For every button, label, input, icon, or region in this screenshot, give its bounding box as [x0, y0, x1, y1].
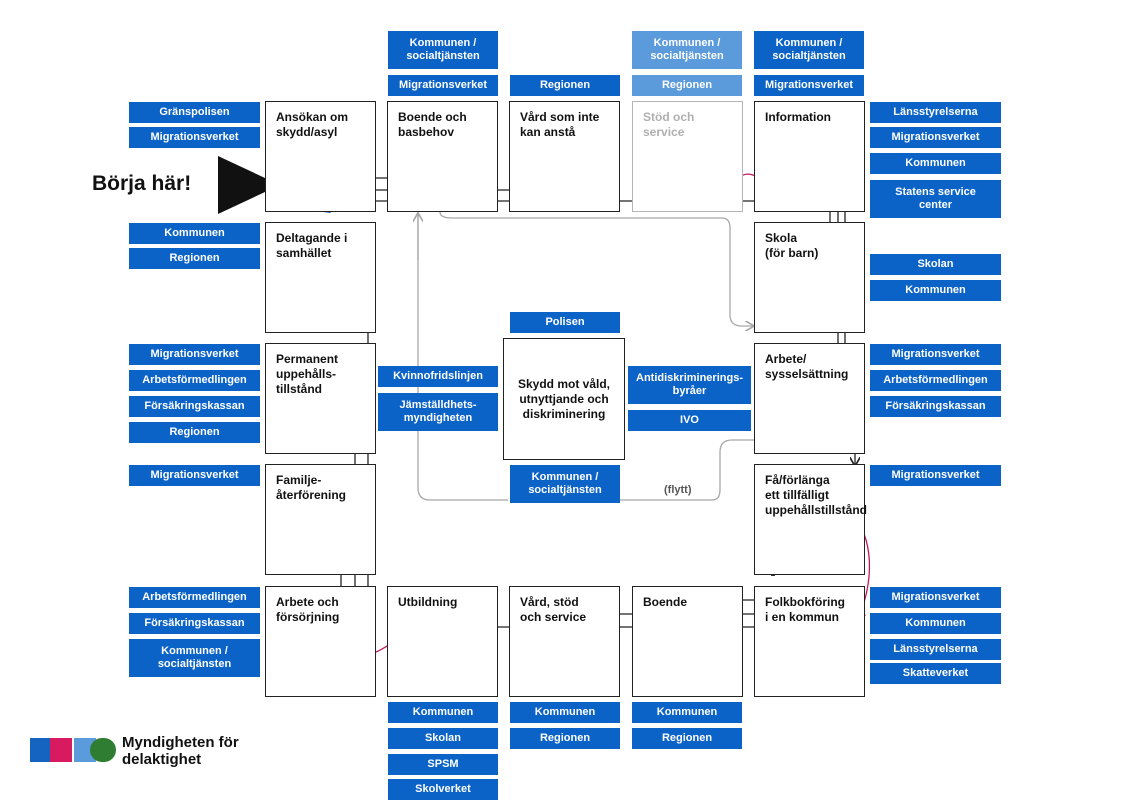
step-boende-title: Boende: [643, 595, 688, 609]
step-ansokan: Ansökan om skydd/asyl: [265, 101, 376, 212]
tag-center-bottom: Kommunen / socialtjänsten: [510, 465, 620, 503]
tag-arbete-forsorjning-3: Kommunen / socialtjänsten: [129, 639, 260, 677]
step-information: Information: [754, 101, 865, 212]
tag-skola-1: Skolan: [870, 254, 1001, 275]
step-ansokan-title: Ansökan om skydd/asyl: [276, 110, 349, 139]
gray-to-skola: [439, 211, 753, 326]
step-permanent-title: Permanent uppehålls- tillstånd: [276, 352, 339, 396]
tag-center-left-2: Jämställdhets- myndigheten: [378, 393, 498, 431]
tag-deltagande-2: Regionen: [129, 248, 260, 269]
step-arbete-forsorjning: Arbete och försörjning: [265, 586, 376, 697]
tag-arbete-syss-3: Försäkringskassan: [870, 396, 1001, 417]
tag-utbildning-1: Kommunen: [388, 702, 498, 723]
start-label: Börja här!: [92, 172, 192, 195]
tag-information-right-2: Migrationsverket: [870, 127, 1001, 148]
gray-loop-left: [417, 212, 508, 501]
tag-utbildning-3: SPSM: [388, 754, 498, 775]
tag-arbete-syss-1: Migrationsverket: [870, 344, 1001, 365]
tag-vard-stod-2: Regionen: [510, 728, 620, 749]
tag-arbete-forsorjning-1: Arbetsförmedlingen: [129, 587, 260, 608]
tag-ansokan-1: Gränspolisen: [129, 102, 260, 123]
step-arbete-forsorjning-title: Arbete och försörjning: [276, 595, 340, 624]
tag-information-top-1: Kommunen / socialtjänsten: [754, 31, 864, 69]
tag-boende-2: Regionen: [632, 728, 742, 749]
step-familjeaterforening-title: Familje- återförening: [276, 473, 347, 502]
mfd-logo-icon: [30, 738, 116, 762]
tag-permanent-2: Arbetsförmedlingen: [129, 370, 260, 391]
tag-folk-4: Skatteverket: [870, 663, 1001, 684]
tag-center-left-1: Kvinnofridslinjen: [378, 366, 498, 387]
step-information-title: Information: [765, 110, 831, 124]
step-arbete-sysselsattning-title: Arbete/ sysselsättning: [765, 352, 849, 381]
tag-vard-stod-1: Kommunen: [510, 702, 620, 723]
step-folkbokforing: Folkbokföring i en kommun: [754, 586, 865, 697]
tag-arbete-forsorjning-2: Försäkringskassan: [129, 613, 260, 634]
center-protection-box: Skydd mot våld, utnyttjande och diskrimi…: [503, 338, 625, 460]
step-vard-stod-service-title: Vård, stöd och service: [520, 595, 587, 624]
tag-permanent-4: Regionen: [129, 422, 260, 443]
step-stod-service-title: Stöd och service: [643, 110, 695, 139]
logo-text: Myndigheten för delaktighet: [122, 734, 239, 768]
step-deltagande-title: Deltagande i samhället: [276, 231, 348, 260]
step-boende-basbehov: Boende och basbehov: [387, 101, 498, 212]
tag-fa-forlanga-1: Migrationsverket: [870, 465, 1001, 486]
tag-boende-basbehov-1: Kommunen / socialtjänsten: [388, 31, 498, 69]
gray-loop-right: [620, 439, 755, 501]
step-permanent: Permanent uppehålls- tillstånd: [265, 343, 376, 454]
tag-permanent-1: Migrationsverket: [129, 344, 260, 365]
step-skola: Skola (för barn): [754, 222, 865, 333]
step-deltagande: Deltagande i samhället: [265, 222, 376, 333]
tag-vard-inte-ansta-1: Regionen: [510, 75, 620, 96]
tag-stod-service-1: Kommunen / socialtjänsten: [632, 31, 742, 69]
step-fa-forlanga: Få/förlänga ett tillfälligt uppehållstil…: [754, 464, 868, 575]
step-utbildning-title: Utbildning: [398, 595, 458, 609]
step-skola-title: Skola (för barn): [765, 231, 819, 260]
tag-boende-1: Kommunen: [632, 702, 742, 723]
flytt-label: (flytt): [664, 484, 692, 496]
tag-center-top: Polisen: [510, 312, 620, 333]
step-vard-inte-ansta-title: Vård som inte kan anstå: [520, 110, 600, 139]
step-fa-forlanga-title: Få/förlänga ett tillfälligt uppehållstil…: [765, 473, 868, 517]
tag-information-right-1: Länsstyrelserna: [870, 102, 1001, 123]
step-arbete-sysselsattning: Arbete/ sysselsättning: [754, 343, 865, 454]
step-boende: Boende: [632, 586, 743, 697]
tag-folk-2: Kommunen: [870, 613, 1001, 634]
tag-utbildning-4: Skolverket: [388, 779, 498, 800]
tag-permanent-3: Försäkringskassan: [129, 396, 260, 417]
tag-folk-1: Migrationsverket: [870, 587, 1001, 608]
tag-arbete-syss-2: Arbetsförmedlingen: [870, 370, 1001, 391]
tag-deltagande-1: Kommunen: [129, 223, 260, 244]
step-vard-inte-ansta: Vård som inte kan anstå: [509, 101, 620, 212]
tag-information-right-4: Statens service center: [870, 180, 1001, 218]
tag-boende-basbehov-2: Migrationsverket: [388, 75, 498, 96]
tag-skola-2: Kommunen: [870, 280, 1001, 301]
tag-stod-service-2: Regionen: [632, 75, 742, 96]
step-boende-basbehov-title: Boende och basbehov: [398, 110, 467, 139]
step-utbildning: Utbildning: [387, 586, 498, 697]
tag-folk-3: Länsstyrelserna: [870, 639, 1001, 660]
step-folkbokforing-title: Folkbokföring i en kommun: [765, 595, 845, 624]
tag-familj-1: Migrationsverket: [129, 465, 260, 486]
tag-information-top-2: Migrationsverket: [754, 75, 864, 96]
step-familjeaterforening: Familje- återförening: [265, 464, 376, 575]
tag-center-right-2: IVO: [628, 410, 751, 431]
tag-ansokan-2: Migrationsverket: [129, 127, 260, 148]
tag-center-right-1: Antidiskriminerings- byråer: [628, 366, 751, 404]
step-stod-service: Stöd och service: [632, 101, 743, 212]
step-vard-stod-service: Vård, stöd och service: [509, 586, 620, 697]
tag-information-right-3: Kommunen: [870, 153, 1001, 174]
tag-utbildning-2: Skolan: [388, 728, 498, 749]
start-arrow-icon: [218, 156, 280, 214]
